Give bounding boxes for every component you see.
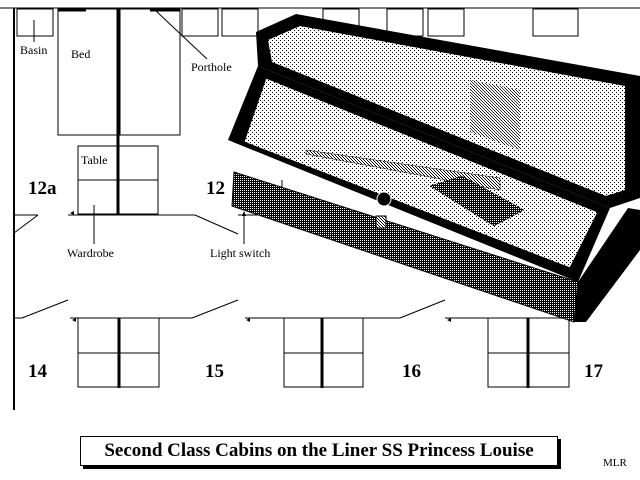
wardrobe-label: Wardrobe: [67, 246, 114, 260]
box-clasp-lock: [375, 215, 387, 229]
table-label: Table: [81, 153, 107, 167]
porthole-window: [532, 8, 579, 37]
porthole-window: [16, 8, 54, 37]
light-switch-marker: [447, 318, 451, 322]
light-switch-marker: [246, 318, 250, 322]
porthole-window: [181, 8, 219, 37]
porthole-label: Porthole: [191, 60, 232, 74]
cabin-number-12a: 12a: [28, 178, 57, 199]
light-switch-label: Light switch: [210, 246, 270, 260]
bed: [119, 8, 181, 136]
cabin-number-16: 16: [402, 361, 421, 382]
porthole-window: [427, 8, 465, 37]
beds: [57, 8, 181, 136]
cabin-door: [21, 299, 69, 319]
box-lid-shine: [470, 80, 520, 150]
cabin-door: [194, 214, 239, 235]
box-base-right: [574, 208, 640, 322]
author-credit: MLR: [603, 457, 627, 469]
leader-lines: [33, 9, 245, 244]
box-clasp: [376, 191, 392, 207]
portholes: [16, 8, 579, 37]
bed: [57, 8, 119, 136]
porthole-window: [221, 8, 259, 37]
basin-label: Basin: [20, 43, 47, 57]
doors: [13, 214, 446, 319]
cabin-number-17: 17: [584, 361, 604, 382]
pen-clip-holder: [429, 175, 525, 227]
bed-label: Bed: [71, 47, 90, 61]
light-switch-marker: [72, 318, 76, 322]
cabin-number-12: 12: [206, 178, 225, 199]
box-lid-lining: [268, 26, 625, 196]
cabin-door: [13, 214, 39, 234]
figure-caption: Second Class Cabins on the Liner SS Prin…: [80, 436, 558, 466]
cabin-number-14: 14: [28, 361, 48, 382]
hull-walls: [0, 7, 640, 410]
cabin-number-15: 15: [205, 361, 224, 382]
presentation-box-image: [228, 14, 640, 323]
light-switch-marker: [70, 211, 74, 215]
cabin-door: [399, 299, 446, 319]
cabin-door: [191, 299, 239, 319]
